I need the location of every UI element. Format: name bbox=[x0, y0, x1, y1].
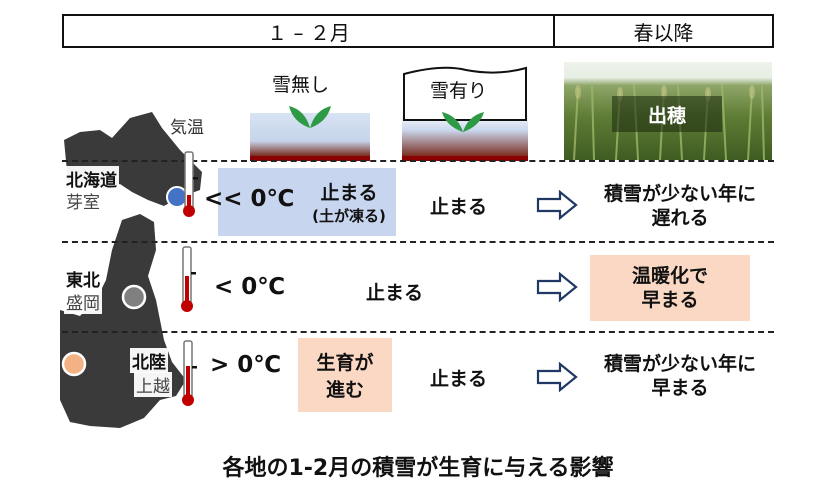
temp-tohoku: < 0℃ bbox=[214, 274, 286, 300]
with-snow-label: 雪有り bbox=[430, 80, 488, 102]
with-snow-effect-hokuriku: 止まる bbox=[430, 368, 488, 390]
row-separator bbox=[62, 160, 774, 162]
no-snow-effect-hokuriku: 生育が 進む bbox=[298, 338, 392, 412]
thermometer-fill bbox=[186, 366, 190, 398]
figure-caption: 各地の1-2月の積雪が生育に与える影響 bbox=[222, 456, 614, 481]
arrow-right-icon bbox=[536, 362, 578, 392]
effect-line: 遅れる bbox=[651, 207, 709, 229]
temp-hokuriku: > 0℃ bbox=[210, 352, 282, 378]
no-snow-label: 雪無し bbox=[272, 74, 330, 96]
effect-line: 積雪が少ない年に bbox=[603, 183, 756, 205]
region-tohoku: 東北 bbox=[64, 266, 102, 291]
row-separator bbox=[62, 331, 774, 333]
heading-label: 出穂 bbox=[612, 96, 722, 132]
sprout-icon bbox=[442, 112, 484, 132]
soil-freezes-text: (土が凍る) bbox=[312, 207, 386, 225]
thermometer-icon bbox=[182, 340, 197, 406]
effect-line: 積雪が少ない年に bbox=[603, 353, 756, 375]
snow-cover-shape bbox=[403, 66, 527, 121]
arrow-right-icon bbox=[536, 190, 578, 220]
temperature-label: 気温 bbox=[170, 118, 204, 138]
heading-effect-hokuriku: 積雪が少ない年に 早まる bbox=[590, 352, 770, 400]
row3-highlight bbox=[298, 338, 392, 412]
city-morioka: 盛岡 bbox=[64, 289, 102, 314]
sprout-icon bbox=[289, 106, 331, 128]
period-jan-feb-header: １ – ２月 bbox=[62, 14, 555, 48]
heading-effect-tohoku: 温暖化で 早まる bbox=[590, 264, 750, 312]
no-snow-soil-box bbox=[250, 113, 370, 161]
arrow-right-icon bbox=[536, 272, 578, 302]
thermometer-fill bbox=[185, 276, 189, 304]
thermometer-icon bbox=[181, 246, 196, 312]
city-memuro: 芽室 bbox=[64, 188, 102, 213]
no-snow-effect-tohoku: 止まる bbox=[366, 282, 424, 304]
wheat-heading-photo bbox=[564, 62, 772, 160]
growth-line: 生育が bbox=[316, 352, 374, 374]
thermometer-icon bbox=[183, 151, 198, 217]
effect-line: 早まる bbox=[641, 289, 699, 311]
effect-line: 早まる bbox=[651, 377, 709, 399]
period-spring-header: 春以降 bbox=[553, 14, 774, 48]
morioka-dot bbox=[121, 284, 147, 310]
heading-effect-hokkaido: 積雪が少ない年に 遅れる bbox=[590, 182, 770, 230]
growth-line: 進む bbox=[325, 379, 364, 401]
thermometer-fill bbox=[187, 195, 191, 209]
row2-effect-highlight bbox=[590, 255, 750, 321]
with-snow-effect-hokkaido: 止まる bbox=[430, 196, 488, 218]
row1-highlight bbox=[218, 168, 396, 236]
stop-text: 止まる bbox=[320, 182, 378, 204]
region-hokuriku: 北陸 bbox=[130, 348, 168, 373]
region-hokkaido: 北海道 bbox=[64, 166, 119, 191]
joetsu-dot bbox=[61, 351, 87, 377]
temp-hokkaido: << 0℃ bbox=[204, 186, 295, 212]
effect-line: 温暖化で bbox=[631, 265, 708, 287]
row-separator bbox=[62, 241, 774, 243]
city-joetsu: 上越 bbox=[134, 372, 172, 397]
no-snow-effect-hokkaido: 止まる (土が凍る) bbox=[300, 176, 398, 228]
